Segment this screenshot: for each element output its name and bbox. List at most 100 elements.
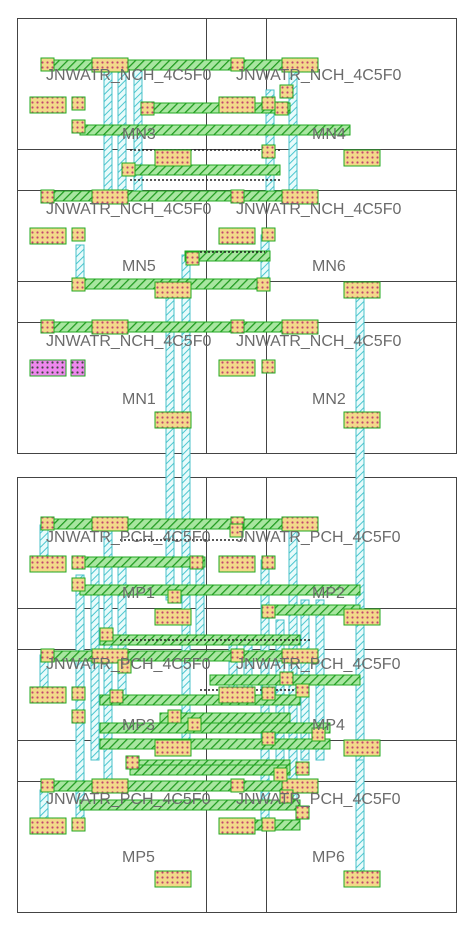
metal-horizontal: [184, 250, 271, 262]
via-square: [273, 767, 288, 782]
via-square-special: [70, 359, 86, 377]
contact-pad: [343, 281, 381, 299]
route-vertical: [355, 619, 365, 761]
contact-pad: [91, 516, 129, 532]
cell-label-pch-r0-c0: JNWATR_PCH_4C5F0: [46, 529, 211, 546]
cell-label-nch-r2-c1: JNWATR_NCH_4C5F0: [236, 333, 401, 350]
via-square: [261, 144, 276, 159]
route-vertical: [195, 559, 205, 641]
contact-pad: [91, 778, 129, 794]
route-vertical: [181, 519, 191, 741]
via-square: [71, 577, 86, 592]
metal-horizontal: [79, 124, 351, 136]
contact-pad: [218, 96, 256, 114]
cell-label-pch-r0-c1: JNWATR_PCH_4C5F0: [236, 529, 401, 546]
metal-horizontal: [99, 738, 331, 750]
cell-labels: JNWATR_NCH_4C5F0 JNWATR_NCH_4C5F0 JNWATR…: [46, 67, 401, 808]
via-square: [71, 119, 86, 134]
via-square: [279, 789, 294, 804]
via-square: [230, 648, 245, 663]
contact-pad: [29, 817, 67, 835]
via-square: [230, 189, 245, 204]
cell-label-nch-r0-c0: JNWATR_NCH_4C5F0: [46, 67, 211, 84]
metal-horizontal: [129, 764, 291, 776]
via-square: [71, 686, 86, 701]
via-square: [295, 683, 310, 698]
via-square: [261, 604, 276, 619]
via-square: [185, 251, 200, 266]
via-square: [99, 627, 114, 642]
contact-pad: [91, 319, 129, 335]
contact-pad: [154, 870, 192, 888]
contact-pads: [29, 57, 381, 888]
contact-pad: [281, 648, 319, 664]
metal-horizontal: [47, 780, 316, 792]
via-square: [229, 523, 244, 538]
cell-label-nch-r1-c0: JNWATR_NCH_4C5F0: [46, 201, 211, 218]
route-vertical: [165, 424, 175, 601]
via-square: [71, 709, 86, 724]
device-label-mn6: MN6: [312, 258, 346, 275]
contact-pad: [281, 516, 319, 532]
via-square: [167, 709, 182, 724]
contact-pad: [281, 57, 319, 73]
metal-horizontal: [47, 321, 316, 333]
via-square: [125, 755, 140, 770]
contact-pad: [218, 555, 256, 573]
metal-horizontal: [127, 164, 281, 176]
via-square: [40, 57, 55, 72]
via-square: [117, 659, 132, 674]
route-vertical: [165, 289, 175, 426]
contact-pad: [91, 189, 129, 205]
via-square: [40, 189, 55, 204]
via-square: [71, 277, 86, 292]
cell-label-pch-r1-c0: JNWATR_PCH_4C5F0: [46, 656, 211, 673]
route-vertical: [117, 559, 127, 701]
via-square: [167, 589, 182, 604]
cell-label-pch-r2-c0: JNWATR_PCH_4C5F0: [46, 791, 211, 808]
via-square: [295, 761, 310, 776]
via-square: [189, 555, 204, 570]
device-label-mp2: MP2: [312, 585, 345, 602]
via-square: [261, 227, 276, 242]
contact-pad: [154, 149, 192, 167]
metal-horizontal: [47, 518, 316, 530]
route-vertical: [355, 289, 365, 426]
device-label-mp4: MP4: [312, 717, 345, 734]
via-square: [261, 555, 276, 570]
device-label-mp5: MP5: [122, 849, 155, 866]
via-square: [71, 227, 86, 242]
via-square: [261, 359, 276, 374]
device-label-mp3: MP3: [122, 717, 155, 734]
device-label-mn5: MN5: [122, 258, 156, 275]
cell-label-pch-r1-c1: JNWATR_PCH_4C5F0: [236, 656, 401, 673]
device-label-mp6: MP6: [312, 849, 345, 866]
contact-pad: [281, 189, 319, 205]
contact-pad: [343, 608, 381, 626]
via-square: [279, 671, 294, 686]
via-square: [140, 101, 155, 116]
via-square: [230, 778, 245, 793]
cell-label-nch-r1-c1: JNWATR_NCH_4C5F0: [236, 201, 401, 218]
via-square: [109, 689, 124, 704]
via-square: [279, 84, 294, 99]
cell-label-nch-r2-c0: JNWATR_NCH_4C5F0: [46, 333, 211, 350]
via-square: [261, 96, 276, 111]
contact-pad: [343, 870, 381, 888]
contact-pad: [343, 411, 381, 429]
contact-pad: [154, 739, 192, 757]
contact-pad: [29, 96, 67, 114]
contact-pad: [218, 227, 256, 245]
contact-pad: [154, 411, 192, 429]
via-square: [256, 277, 271, 292]
metal-horizontal: [99, 694, 301, 706]
via-square: [187, 717, 202, 732]
contact-pad: [343, 739, 381, 757]
metal-horizontal: [99, 722, 331, 734]
contact-pad: [29, 555, 67, 573]
via-square: [40, 516, 55, 531]
contact-pad-special: [29, 359, 67, 377]
via-square: [71, 96, 86, 111]
via-square: [261, 686, 276, 701]
contact-pad: [218, 817, 256, 835]
